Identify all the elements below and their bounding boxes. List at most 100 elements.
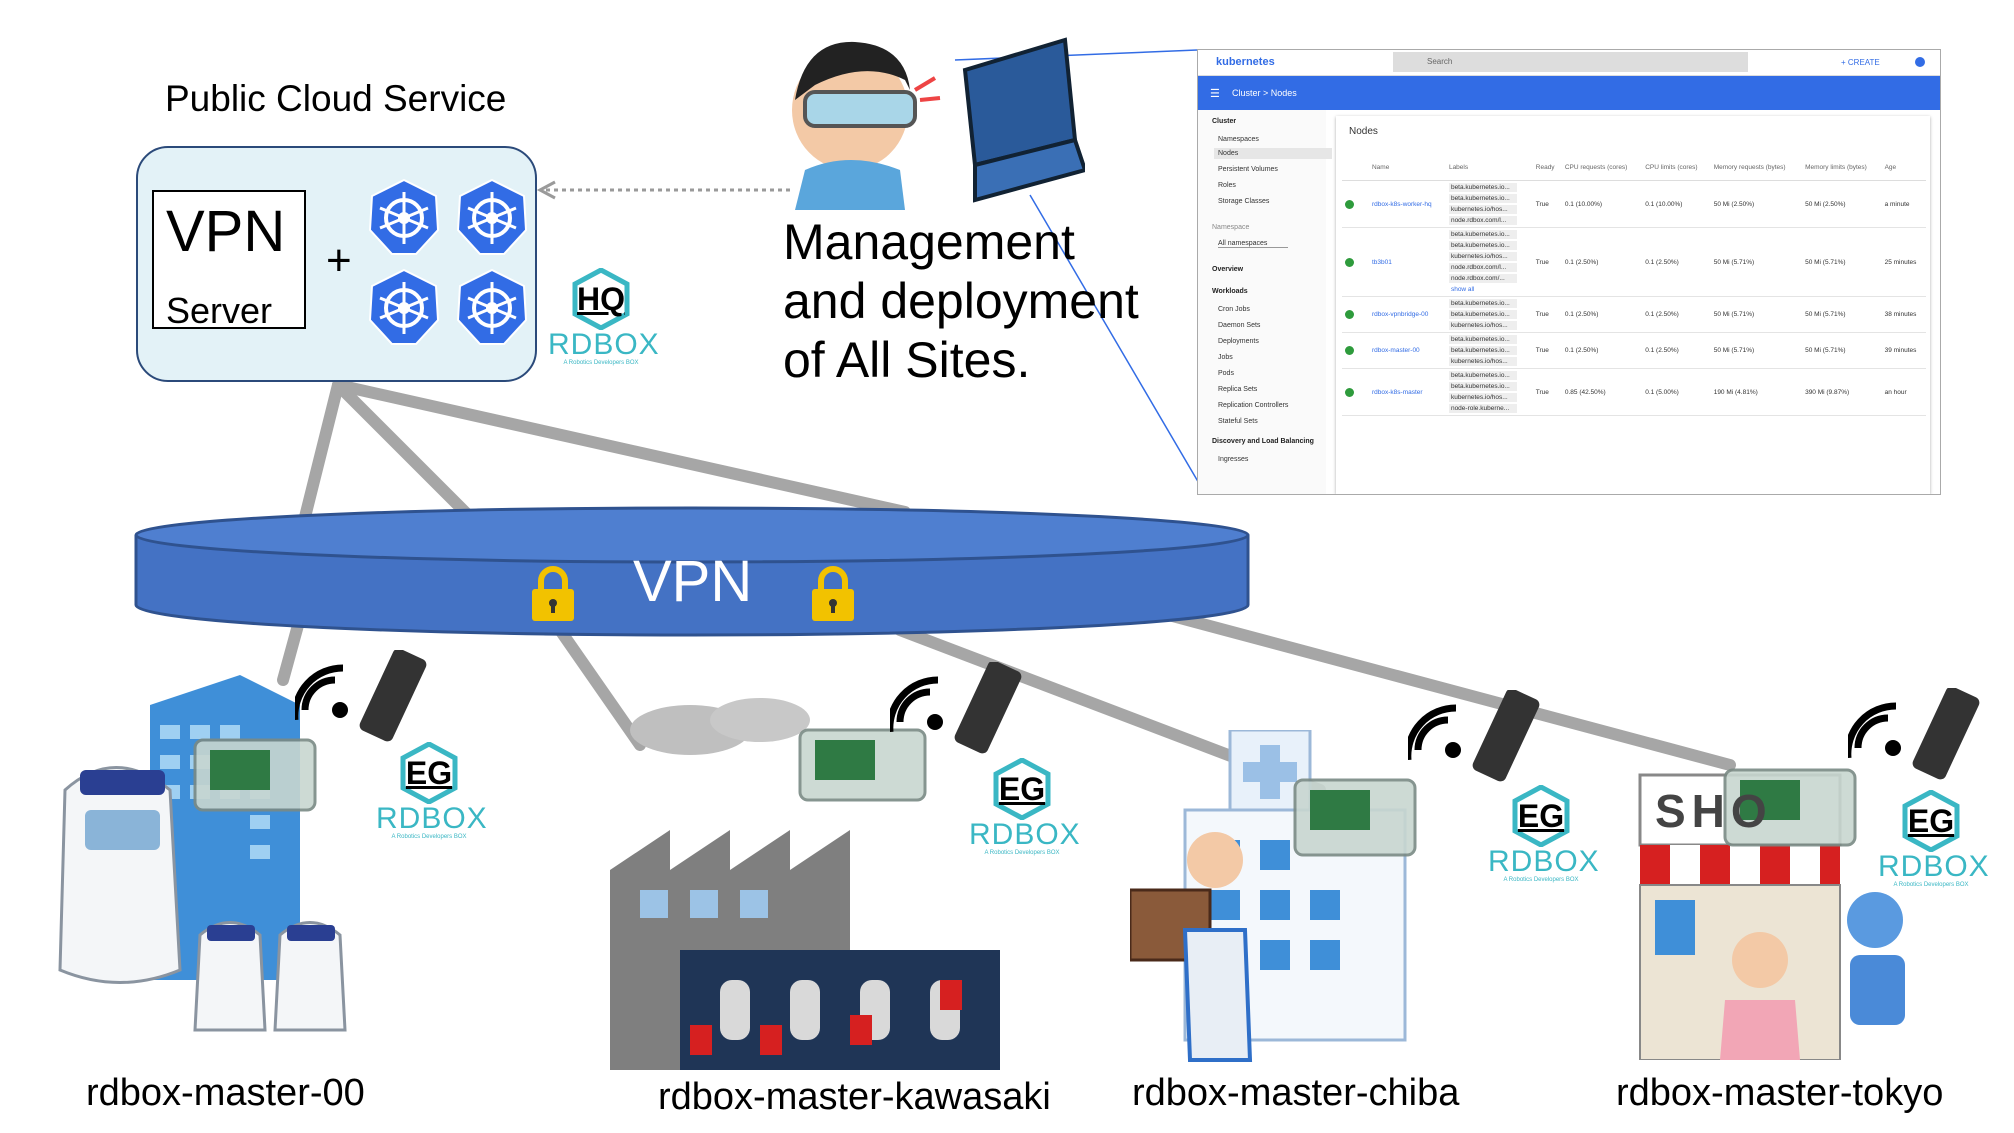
col-status xyxy=(1342,154,1369,181)
sidebar-item[interactable]: Namespaces xyxy=(1218,136,1259,143)
rdbox-brand: RDBOX xyxy=(548,328,660,361)
node-name[interactable]: rdbox-master-00 xyxy=(1368,332,1446,369)
table-row[interactable]: rdbox-master-00 beta.kubernetes.io... be… xyxy=(1342,332,1926,369)
table-row[interactable]: tb3b01 beta.kubernetes.io... beta.kubern… xyxy=(1342,227,1926,297)
label-chip: beta.kubernetes.io... xyxy=(1448,241,1517,250)
node-mem-lim: 50 Mi (2.50%) xyxy=(1802,180,1882,228)
node-name[interactable]: rdbox-k8s-worker-hq xyxy=(1368,180,1446,228)
table-row[interactable]: rdbox-vpnbridge-00 beta.kubernetes.io...… xyxy=(1342,296,1926,333)
sidebar-item[interactable]: Deployments xyxy=(1218,338,1259,345)
dashboard-topbar: kubernetes Search + CREATE xyxy=(1198,50,1940,76)
node-labels: beta.kubernetes.io... beta.kubernetes.io… xyxy=(1445,368,1533,416)
dashboard-connector-top xyxy=(954,49,1198,61)
col-labels: Labels xyxy=(1445,154,1533,181)
node-mem-lim: 50 Mi (5.71%) xyxy=(1802,227,1882,297)
sidebar-item-nodes[interactable]: Nodes xyxy=(1214,148,1332,159)
sidebar-head-discovery[interactable]: Discovery and Load Balancing xyxy=(1212,438,1314,445)
node-ready: True xyxy=(1532,296,1562,333)
node-labels: beta.kubernetes.io... beta.kubernetes.io… xyxy=(1445,296,1533,333)
eg-tag: EG xyxy=(998,771,1046,807)
label-chip: beta.kubernetes.io... xyxy=(1448,194,1517,203)
node-age: an hour xyxy=(1881,368,1926,416)
label-chip: beta.kubernetes.io... xyxy=(1448,346,1517,355)
create-button[interactable]: + CREATE xyxy=(1841,58,1880,67)
hospital-illustration xyxy=(1130,730,1417,1062)
col-age[interactable]: Age xyxy=(1881,154,1926,181)
show-all-link[interactable]: show all xyxy=(1450,286,1475,293)
dashboard-breadcrumb-bar: ☰ Cluster > Nodes xyxy=(1198,76,1940,110)
col-mem-req: Memory requests (bytes) xyxy=(1710,154,1803,181)
rdbox-eg-badge: EG RDBOX A Robotics Developers BOX xyxy=(1878,790,1990,888)
label-chip: beta.kubernetes.io... xyxy=(1448,371,1517,380)
sidebar-item[interactable]: Jobs xyxy=(1218,354,1233,361)
sidebar-head-workloads[interactable]: Workloads xyxy=(1212,288,1248,295)
sidebar-item[interactable]: Daemon Sets xyxy=(1218,322,1261,329)
breadcrumb[interactable]: Cluster > Nodes xyxy=(1232,88,1297,98)
search-input[interactable]: Search xyxy=(1393,52,1748,72)
label-chip: beta.kubernetes.io... xyxy=(1448,335,1517,344)
namespace-select[interactable]: All namespaces xyxy=(1218,240,1288,248)
sidebar-item[interactable]: Replication Controllers xyxy=(1218,402,1289,409)
account-icon[interactable] xyxy=(1915,57,1925,67)
node-mem-req: 50 Mi (5.71%) xyxy=(1710,332,1803,369)
node-mem-lim: 50 Mi (5.71%) xyxy=(1802,332,1882,369)
cloud-title: Public Cloud Service xyxy=(165,78,507,119)
node-cpu-req: 0.1 (2.50%) xyxy=(1561,332,1643,369)
rdbox-tagline: A Robotics Developers BOX xyxy=(563,360,639,366)
sidebar-item[interactable]: Cron Jobs xyxy=(1218,306,1250,313)
node-cpu-req: 0.1 (10.00%) xyxy=(1561,180,1643,228)
nodes-card-title: Nodes xyxy=(1349,126,1378,137)
link-vpn-tokyo xyxy=(1144,604,1736,771)
sidebar-item[interactable]: Persistent Volumes xyxy=(1218,166,1278,173)
node-labels: beta.kubernetes.io... beta.kubernetes.io… xyxy=(1445,227,1533,297)
nodes-table-header: Name Labels Ready CPU requests (cores) C… xyxy=(1342,154,1926,181)
rdbox-hq-badge: HQ RDBOX A Robotics Developers BOX xyxy=(548,268,660,366)
management-arrowhead xyxy=(536,180,556,200)
wifi-dongle-icon xyxy=(890,662,1022,754)
label-chip: beta.kubernetes.io... xyxy=(1448,183,1517,192)
vpn-server-vpn-label: VPN xyxy=(166,199,286,264)
col-cpu-req: CPU requests (cores) xyxy=(1561,154,1643,181)
search-placeholder: Search xyxy=(1427,57,1453,66)
rdbox-brand: RDBOX xyxy=(376,802,488,835)
node-labels: beta.kubernetes.io... beta.kubernetes.io… xyxy=(1445,332,1533,369)
link-vpn-kawasaki xyxy=(554,624,646,751)
label-chip: beta.kubernetes.io... xyxy=(1448,310,1517,319)
sidebar-item[interactable]: Pods xyxy=(1218,370,1234,377)
rdbox-brand: RDBOX xyxy=(1878,850,1990,883)
sidebar-item[interactable]: Ingresses xyxy=(1218,456,1249,463)
rdbox-tagline: A Robotics Developers BOX xyxy=(391,834,467,840)
kubernetes-dashboard: kubernetes Search + CREATE ☰ Cluster > N… xyxy=(1197,49,1941,495)
dashboard-sidebar: Cluster Namespaces Nodes Persistent Volu… xyxy=(1198,110,1332,494)
site-label-tokyo: rdbox-master-tokyo xyxy=(1616,1072,1944,1114)
table-row[interactable]: rdbox-k8s-master beta.kubernetes.io... b… xyxy=(1342,368,1926,416)
node-mem-req: 50 Mi (5.71%) xyxy=(1710,227,1803,297)
node-name[interactable]: tb3b01 xyxy=(1368,227,1446,297)
label-chip: kubernetes.io/hos... xyxy=(1448,393,1517,402)
kubernetes-logo: kubernetes xyxy=(1216,56,1275,68)
node-mem-lim: 390 Mi (9.87%) xyxy=(1802,368,1882,416)
cloud-box: VPN Server + xyxy=(136,146,537,382)
node-cpu-lim: 0.1 (2.50%) xyxy=(1642,332,1711,369)
table-row[interactable]: rdbox-k8s-worker-hq beta.kubernetes.io..… xyxy=(1342,180,1926,228)
node-name[interactable]: rdbox-k8s-master xyxy=(1368,368,1446,416)
sidebar-item[interactable]: Storage Classes xyxy=(1218,198,1270,205)
label-chip: node.rdbox.com/l... xyxy=(1448,263,1517,272)
col-name[interactable]: Name xyxy=(1368,154,1446,181)
menu-icon[interactable]: ☰ xyxy=(1210,88,1220,100)
label-chip: kubernetes.io/hos... xyxy=(1448,357,1517,366)
vpn-server-server-label: Server xyxy=(166,290,273,331)
sidebar-item[interactable]: Replica Sets xyxy=(1218,386,1258,393)
kubernetes-icon xyxy=(368,268,440,345)
eg-tag: EG xyxy=(405,755,453,791)
sidebar-item[interactable]: Stateful Sets xyxy=(1218,418,1258,425)
sidebar-head-namespace: Namespace xyxy=(1212,224,1250,231)
node-name[interactable]: rdbox-vpnbridge-00 xyxy=(1368,296,1446,333)
rdbox-eg-badge: EG RDBOX A Robotics Developers BOX xyxy=(1488,785,1599,883)
node-labels: beta.kubernetes.io... beta.kubernetes.io… xyxy=(1445,180,1533,228)
label-chip: node.rdbox.com/l... xyxy=(1448,216,1517,225)
sidebar-item[interactable]: Roles xyxy=(1218,182,1236,189)
sidebar-overview[interactable]: Overview xyxy=(1212,266,1244,273)
node-ready: True xyxy=(1532,368,1562,416)
node-cpu-lim: 0.1 (2.50%) xyxy=(1642,296,1711,333)
